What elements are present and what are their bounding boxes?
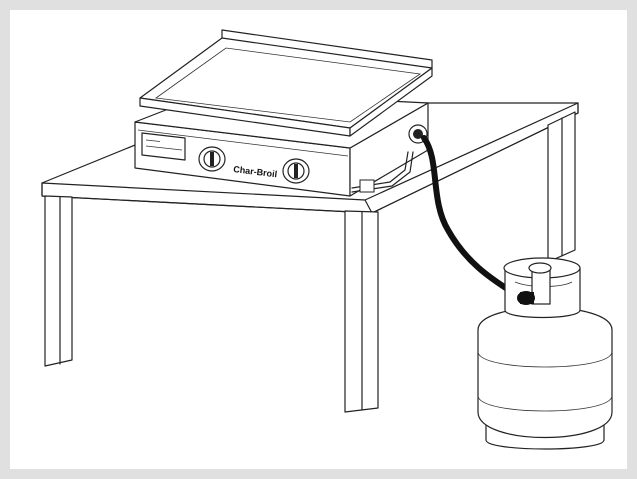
- illustration-panel: Char-Broil: [10, 10, 627, 469]
- griddle-setup-illustration: Char-Broil: [41, 29, 613, 450]
- control-knob-icon: [198, 146, 226, 172]
- griddle-drawing: Char-Broil: [134, 29, 433, 197]
- propane-tank-drawing: [477, 257, 613, 450]
- control-knob-icon: [282, 158, 310, 184]
